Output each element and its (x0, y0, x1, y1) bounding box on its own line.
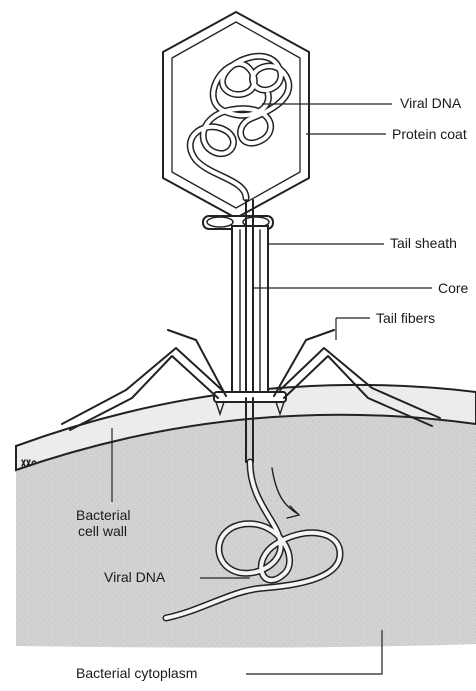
label-viral-dna-top: Viral DNA (400, 95, 462, 111)
label-bacterial-cell-wall-1: Bacterial (76, 507, 130, 523)
label-bacterial-cytoplasm: Bacterial cytoplasm (76, 665, 197, 681)
label-core: Core (438, 280, 469, 296)
label-tail-fibers: Tail fibers (376, 310, 435, 326)
label-bacterial-cell-wall-2: cell wall (78, 523, 127, 539)
tail-sheath (232, 226, 268, 398)
label-protein-coat: Protein coat (392, 126, 467, 142)
label-tail-sheath: Tail sheath (390, 235, 457, 251)
label-viral-dna-bottom: Viral DNA (104, 569, 166, 585)
